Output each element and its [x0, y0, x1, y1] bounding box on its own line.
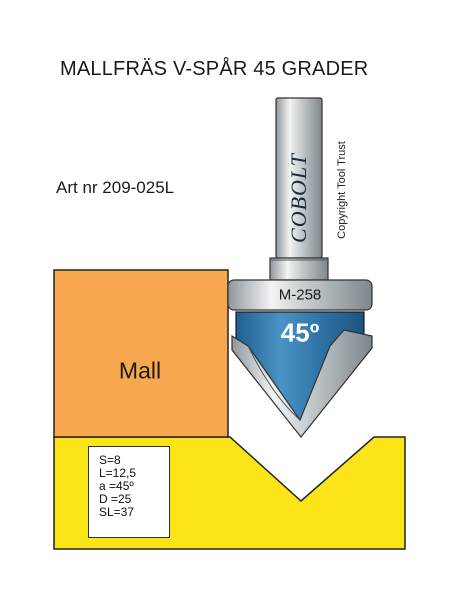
- cutter-flute-line: [247, 345, 301, 421]
- specs-box: S=8 L=12,5 a =45º D =25 SL=37: [88, 446, 170, 538]
- template-label: Mall: [118, 357, 162, 384]
- angle-label: 45º: [280, 317, 320, 348]
- bearing-collar: [227, 279, 373, 311]
- copyright-label: Copyright Tool Trust: [336, 141, 348, 239]
- product-title: MALLFRÄS V-SPÅR 45 GRADER: [60, 58, 369, 80]
- spec-line: S=8: [99, 453, 121, 467]
- spec-line: a =45º: [99, 479, 134, 493]
- cutting-edge: [231, 329, 373, 438]
- spec-line: L=12,5: [99, 466, 137, 480]
- shank-neck: [269, 257, 329, 281]
- spec-line: SL=37: [99, 505, 135, 519]
- brand-label: COBOLT: [286, 153, 311, 243]
- template-block: [53, 269, 229, 438]
- model-label: M-258: [278, 286, 322, 304]
- article-number: Art nr 209-025L: [56, 178, 175, 197]
- spec-line: D =25: [99, 492, 132, 506]
